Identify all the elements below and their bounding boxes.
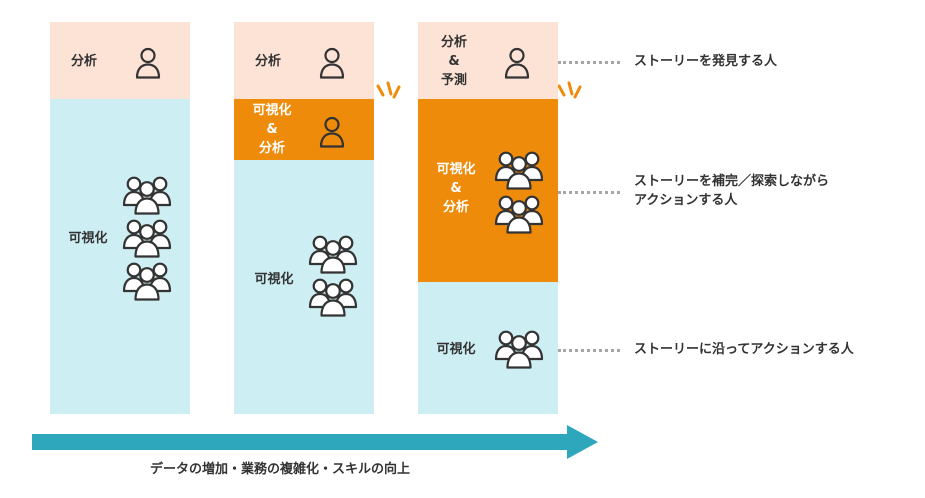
axis-label: データの増加・業務の複雑化・スキルの向上 [150,462,411,477]
person-icon [318,115,346,149]
group-icon [308,234,358,274]
person-icon [318,46,346,80]
role-complement-text: ストーリーを補完／探索しながら アクションする人 [634,174,830,208]
col1-visualization-segment [50,99,190,414]
col3-analysis-prediction-segment [418,22,558,99]
col3-analysis-prediction-label: 分析 & 予測 [440,35,467,88]
group-icon [494,150,544,190]
group-icon [122,261,172,301]
group-icon [494,194,544,234]
group-icon [494,329,544,369]
col3-visualization-analysis-segment [418,99,558,282]
dotted-connector [558,61,620,64]
col1-analysis-segment [50,22,190,99]
col2-visualization-analysis-segment [234,99,374,160]
col3-visualization-analysis-label: 可視化 & 分析 [436,162,476,215]
group-icon [308,277,358,317]
role-discover-text: ストーリーを発見する人 [634,54,778,69]
dotted-connector [558,191,620,194]
col3-visualization-label: 可視化 [436,342,476,357]
person-icon [503,46,531,80]
role-follow-text: ストーリーに沿ってアクションする人 [634,342,854,357]
col2-visualization-analysis-label: 可視化 & 分析 [252,103,292,156]
spark-icon [376,81,401,99]
spark-icon [557,81,582,99]
col2-visualization-label: 可視化 [254,272,294,287]
progress-arrow-icon [32,425,598,459]
group-icon [122,175,172,215]
col2-analysis-segment [234,22,374,99]
col2-analysis-label: 分析 [254,54,281,69]
group-icon [122,218,172,258]
col1-analysis-label: 分析 [70,54,97,69]
col1-visualization-label: 可視化 [68,231,108,246]
dotted-connector [558,349,620,352]
person-icon [134,46,162,80]
